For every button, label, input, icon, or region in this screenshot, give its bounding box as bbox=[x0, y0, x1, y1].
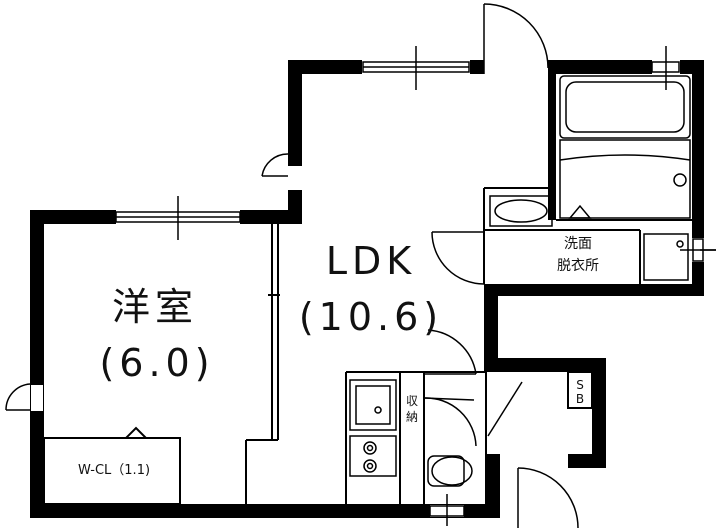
doors bbox=[5, 3, 579, 528]
ldk-size: (10.6) bbox=[298, 295, 444, 339]
interior-walls bbox=[43, 187, 692, 505]
washroom-label-line1: 洗面 bbox=[564, 236, 592, 252]
fixtures bbox=[349, 75, 691, 487]
western-room-size: (6.0) bbox=[99, 341, 215, 385]
shoebox-label-line2: B bbox=[575, 392, 585, 406]
wcl-label: W-CL（1.1) bbox=[77, 463, 151, 478]
storage-label-line1: 収 bbox=[405, 394, 418, 408]
exterior-walls bbox=[30, 60, 704, 518]
shoebox-label-line1: S bbox=[576, 378, 584, 392]
washroom-label-line2: 脱衣所 bbox=[557, 258, 599, 274]
windows bbox=[115, 46, 716, 526]
storage-label-line2: 納 bbox=[405, 410, 418, 424]
ldk-name: LDK bbox=[325, 239, 417, 283]
western-room-name: 洋室 bbox=[111, 285, 198, 329]
